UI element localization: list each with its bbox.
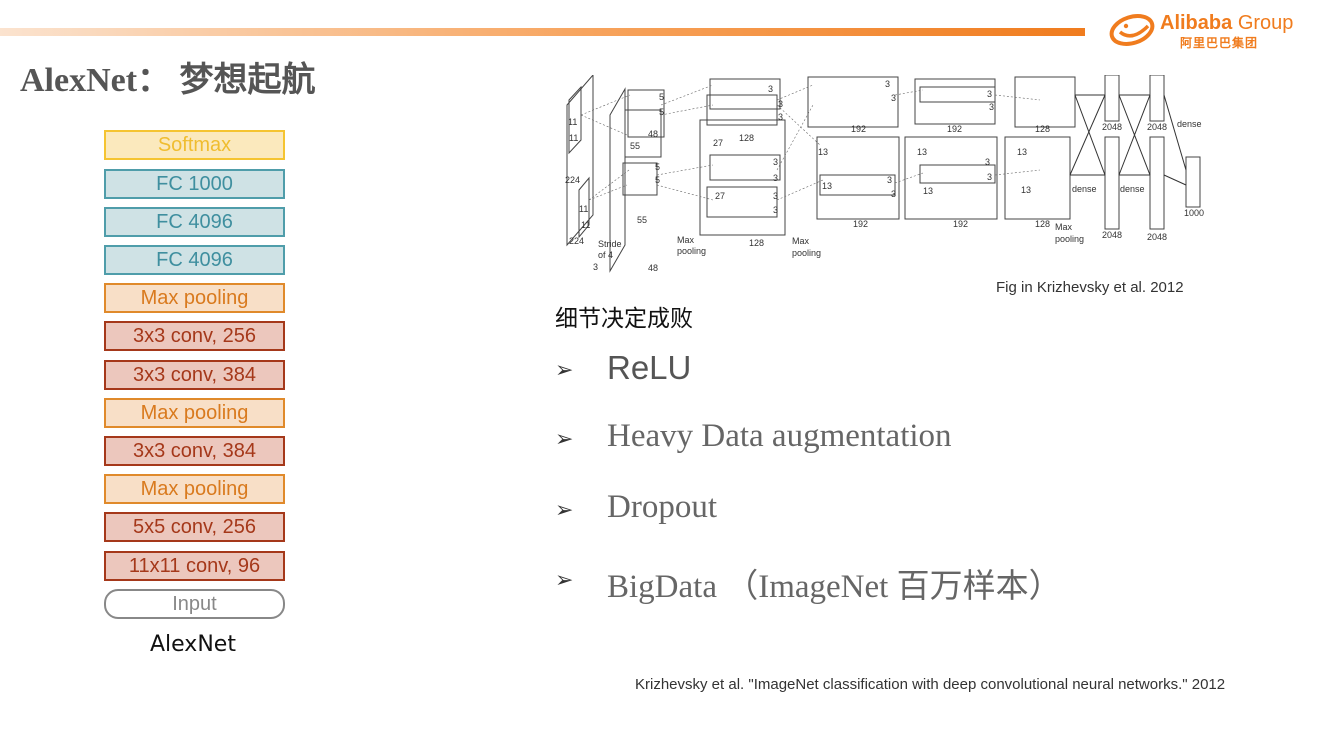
layer-block-pool: Max pooling — [104, 474, 285, 504]
svg-text:dense: dense — [1177, 119, 1202, 129]
svg-text:pooling: pooling — [792, 248, 821, 258]
svg-text:3: 3 — [768, 84, 773, 94]
svg-text:3: 3 — [778, 99, 783, 109]
citation-text: Krizhevsky et al. "ImageNet classificati… — [635, 676, 1226, 693]
svg-text:5: 5 — [655, 162, 660, 172]
figure-caption: Fig in Krizhevsky et al. 2012 — [996, 279, 1184, 296]
alexnet-architecture-diagram: 11 11 224 11 11 224 3 Stride of 4 55 55 … — [565, 75, 1204, 273]
svg-text:3: 3 — [891, 189, 896, 199]
header-accent-bar — [0, 28, 1085, 36]
svg-text:3: 3 — [773, 205, 778, 215]
svg-text:3: 3 — [593, 262, 598, 272]
svg-text:2048: 2048 — [1147, 122, 1167, 132]
arrow-bullet-icon: ➢ — [555, 357, 574, 382]
svg-text:pooling: pooling — [1055, 234, 1084, 244]
svg-text:5: 5 — [659, 92, 664, 102]
svg-text:1000: 1000 — [1184, 208, 1204, 218]
layer-block-fc: FC 1000 — [104, 169, 285, 199]
svg-text:192: 192 — [947, 124, 962, 134]
svg-text:3: 3 — [987, 172, 992, 182]
svg-text:Max: Max — [792, 236, 810, 246]
svg-text:128: 128 — [1035, 219, 1050, 229]
svg-text:13: 13 — [1021, 185, 1031, 195]
bullet-text: BigData （ImageNet 百万样本） — [607, 569, 1062, 605]
layer-block-conv: 3x3 conv, 384 — [104, 436, 285, 466]
logo-chinese-text: 阿里巴巴集团 — [1180, 36, 1259, 50]
svg-text:224: 224 — [565, 175, 580, 185]
svg-text:3: 3 — [885, 79, 890, 89]
layer-block-input: Input — [104, 589, 285, 619]
svg-text:192: 192 — [853, 219, 868, 229]
logo-brand-text: Alibaba Group — [1160, 12, 1294, 34]
svg-text:5: 5 — [655, 175, 660, 185]
svg-text:192: 192 — [851, 124, 866, 134]
svg-text:11: 11 — [568, 117, 577, 127]
svg-text:13: 13 — [923, 186, 933, 196]
layer-block-pool: Max pooling — [104, 398, 285, 428]
svg-text:Stride: Stride — [598, 239, 622, 249]
stack-caption: AlexNet — [150, 632, 236, 657]
svg-text:dense: dense — [1120, 184, 1145, 194]
svg-text:27: 27 — [715, 191, 725, 201]
svg-text:224: 224 — [569, 236, 584, 246]
svg-text:2048: 2048 — [1102, 122, 1122, 132]
layer-block-conv: 3x3 conv, 384 — [104, 360, 285, 390]
svg-text:3: 3 — [985, 157, 990, 167]
svg-text:2048: 2048 — [1102, 230, 1122, 240]
svg-text:11: 11 — [579, 204, 588, 214]
layer-block-conv: 11x11 conv, 96 — [104, 551, 285, 581]
svg-text:pooling: pooling — [677, 246, 706, 256]
svg-text:27: 27 — [713, 138, 723, 148]
layer-block-pool: Max pooling — [104, 283, 285, 313]
svg-text:3: 3 — [773, 157, 778, 167]
bullet-text: ReLU — [607, 349, 692, 386]
alibaba-group-logo: Alibaba Group 阿里巴巴集团 — [1108, 10, 1318, 50]
svg-text:3: 3 — [773, 173, 778, 183]
bullet-text: Dropout — [607, 489, 717, 525]
svg-text:Max: Max — [677, 235, 695, 245]
section-subtitle: 细节决定成败 — [555, 306, 693, 332]
svg-text:55: 55 — [637, 215, 647, 225]
svg-text:55: 55 — [630, 141, 640, 151]
svg-text:13: 13 — [822, 181, 832, 191]
svg-text:Max: Max — [1055, 222, 1073, 232]
layer-block-conv: 5x5 conv, 256 — [104, 512, 285, 542]
svg-text:48: 48 — [648, 129, 658, 139]
svg-text:11: 11 — [581, 220, 590, 230]
svg-text:13: 13 — [818, 147, 828, 157]
svg-text:3: 3 — [989, 102, 994, 112]
svg-text:3: 3 — [891, 93, 896, 103]
bullet-text: Heavy Data augmentation — [607, 418, 952, 454]
svg-text:2048: 2048 — [1147, 232, 1167, 242]
arrow-bullet-icon: ➢ — [555, 426, 574, 451]
svg-text:128: 128 — [1035, 124, 1050, 134]
alibaba-smile-icon — [1109, 14, 1155, 46]
svg-text:128: 128 — [749, 238, 764, 248]
arrow-bullet-icon: ➢ — [555, 497, 574, 522]
svg-text:13: 13 — [1017, 147, 1027, 157]
svg-text:3: 3 — [887, 175, 892, 185]
arrow-bullet-icon: ➢ — [555, 567, 574, 592]
svg-text:11: 11 — [569, 133, 578, 143]
svg-text:3: 3 — [778, 112, 783, 122]
svg-text:3: 3 — [987, 89, 992, 99]
page-title: AlexNet： 梦想起航 — [20, 62, 316, 99]
layer-block-conv: 3x3 conv, 256 — [104, 321, 285, 351]
svg-text:3: 3 — [773, 191, 778, 201]
svg-text:of 4: of 4 — [598, 250, 613, 260]
svg-text:192: 192 — [953, 219, 968, 229]
svg-text:128: 128 — [739, 133, 754, 143]
svg-text:dense: dense — [1072, 184, 1097, 194]
layer-block-fc: FC 4096 — [104, 207, 285, 237]
layer-block-fc: FC 4096 — [104, 245, 285, 275]
svg-text:5: 5 — [659, 107, 664, 117]
layer-block-softmax: Softmax — [104, 130, 285, 160]
svg-text:13: 13 — [917, 147, 927, 157]
svg-text:48: 48 — [648, 263, 658, 273]
